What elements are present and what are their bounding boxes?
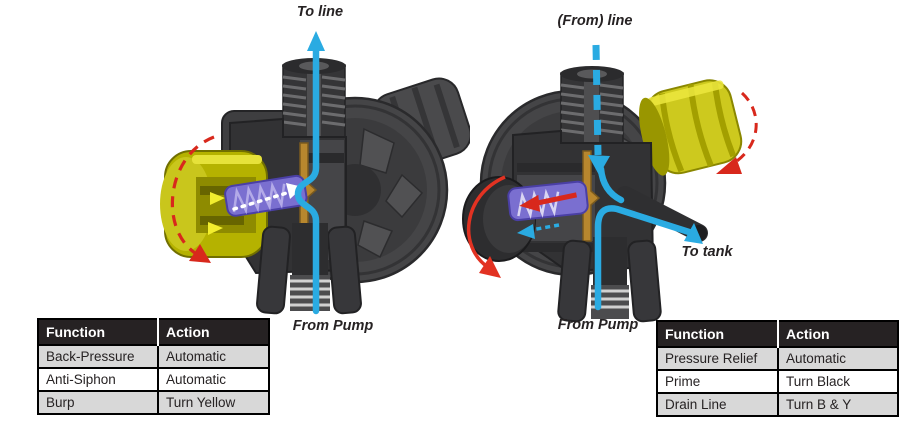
table-cell-function: Burp [37,390,159,415]
flow-arrow-to-tank [594,165,703,311]
table-row: Pressure Relief Automatic [656,346,899,371]
valve-cutaway-right [462,44,758,323]
table-cell-function: Pressure Relief [656,346,779,371]
table-row: Drain Line Turn B & Y [656,392,899,417]
yellow-knob [639,79,743,176]
table-cell-function: Back-Pressure [37,344,159,369]
function-table-left: Function Action Back-Pressure Automatic … [37,318,270,415]
column-header-function: Function [37,318,159,346]
label-from-line: (From) line [557,13,633,29]
label-to-tank: To tank [681,244,733,260]
table-cell-action: Turn Black [777,369,899,394]
table-cell-action: Turn B & Y [777,392,899,417]
table-cell-action: Automatic [157,344,270,369]
rotation-arrow-solid [466,175,506,278]
table-header-row: Function Action [656,320,899,348]
label-from-pump-right: From Pump [557,317,639,333]
table-cell-action: Automatic [157,367,270,392]
label-to-line: To line [296,4,344,20]
table-cell-function: Drain Line [656,392,779,417]
piston-direction-arrow [517,223,560,239]
top-port [560,66,624,144]
table-cell-function: Anti-Siphon [37,367,159,392]
column-header-action: Action [777,320,899,348]
rotation-arrow-dashed [170,135,215,263]
label-from-pump-left: From Pump [292,318,374,334]
flow-arrow-dashed-down [588,44,610,175]
table-cell-action: Automatic [777,346,899,371]
table-row: Burp Turn Yellow [37,390,270,415]
table-row: Anti-Siphon Automatic [37,367,270,392]
yellow-knob [160,150,268,258]
table-header-row: Function Action [37,318,270,346]
table-cell-action: Turn Yellow [157,390,270,415]
table-cell-function: Prime [656,369,779,394]
table-row: Prime Turn Black [656,369,899,394]
column-header-function: Function [656,320,779,348]
function-table-right: Function Action Pressure Relief Automati… [656,320,899,417]
column-header-action: Action [157,318,270,346]
bottom-port [256,223,362,315]
spring-piston [507,180,589,222]
rotation-arrow-dashed [716,91,758,174]
bottom-port [557,237,662,323]
table-row: Back-Pressure Automatic [37,344,270,369]
flow-arrow-up [294,31,325,315]
valve-cutaway-left [160,31,470,315]
